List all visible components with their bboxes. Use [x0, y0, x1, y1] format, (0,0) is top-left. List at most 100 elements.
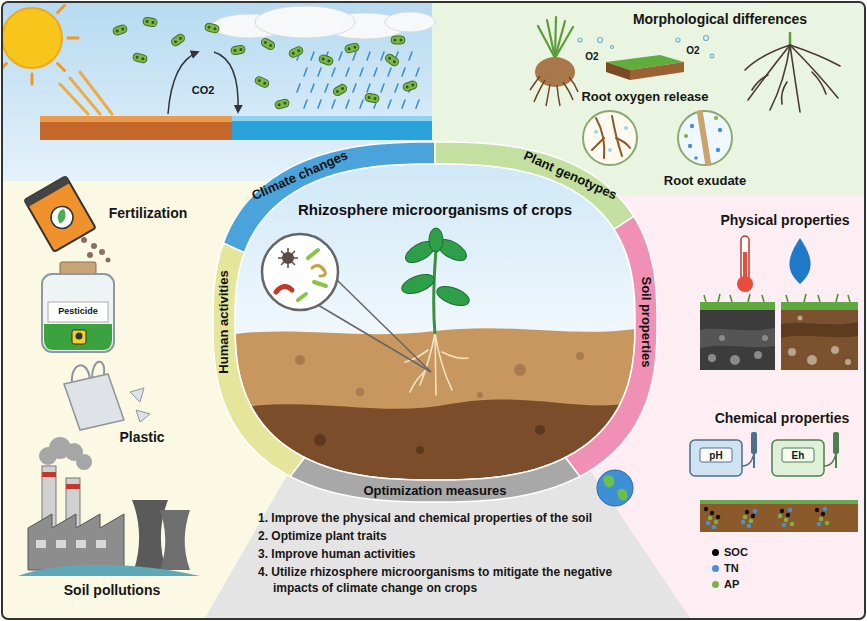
fertilizer-pellet [81, 237, 111, 263]
soil-strip [700, 500, 858, 532]
rhizosphere-scene [314, 282, 326, 286]
co2-molecule [411, 83, 415, 87]
rhizosphere-scene [434, 250, 436, 334]
fertilizer-bag-icon [24, 176, 96, 252]
soil-profile-icon [848, 295, 850, 302]
molecule-label: O2 [686, 44, 699, 57]
fertilizer-pellet [99, 249, 105, 255]
rhizosphere-scene [295, 352, 584, 398]
rain [388, 68, 391, 76]
ring-label: Soil properties [639, 276, 654, 367]
ph-meter-icon [751, 432, 757, 454]
soil-profile-icon [700, 302, 775, 370]
rain [304, 68, 307, 76]
plastic-bag-icon [136, 410, 150, 422]
nutrient-dot [786, 513, 790, 517]
root-clump-icon [530, 17, 578, 106]
globe-icon [603, 475, 614, 487]
soil-profile-icon [704, 295, 706, 302]
soil-profile-icon [700, 302, 775, 310]
soil-profile-icon [719, 335, 725, 341]
pesticide-bottle-icon [42, 274, 114, 352]
globe-icon [597, 470, 633, 506]
ground-strip [40, 120, 232, 140]
rhizosphere-scene [295, 355, 305, 365]
panels [3, 3, 864, 618]
oxygen-bubble [710, 54, 714, 58]
soil-profile-icon [730, 355, 740, 365]
rain [374, 68, 377, 76]
fertilizer-bag-icon [24, 176, 96, 252]
rain [381, 52, 384, 60]
legend-entry: AP [712, 578, 739, 590]
co2-molecule [274, 98, 290, 109]
rhizosphere-scene [314, 434, 326, 446]
rhizosphere-scene [276, 286, 292, 292]
soil-profile-icon [788, 348, 796, 356]
sun-icon [80, 72, 112, 114]
nutrient-dot [819, 517, 823, 521]
co2-molecule [387, 56, 391, 60]
ellipse-title: Rhizosphere microorganisms of crops [298, 201, 572, 218]
legend-swatch [712, 549, 719, 556]
pesticide-bottle-icon [76, 333, 83, 340]
instrument-label: pH [709, 449, 722, 462]
root-clump-icon [546, 84, 550, 106]
co2-molecule [364, 93, 379, 103]
optimization-panel [205, 470, 690, 618]
nutrient-dot [788, 508, 792, 512]
co2-molecule [112, 24, 128, 36]
soil-profile-icon [708, 335, 768, 365]
panel-heading: Morphological differences [633, 10, 807, 28]
co2-molecule [170, 33, 186, 48]
co2-molecule [254, 75, 270, 88]
factory-icon [56, 540, 66, 548]
fertilizer-pellet [106, 258, 111, 263]
sun-icon [3, 8, 62, 68]
rhizosphere-scene [535, 425, 545, 435]
plastic-bag-icon [64, 362, 150, 430]
factory-icon [18, 437, 200, 576]
sun-icon [3, 6, 112, 115]
co2-molecule [207, 25, 211, 29]
rain [353, 52, 356, 60]
nutrient-dot [741, 520, 745, 524]
sun-icon [68, 37, 78, 40]
oxygen-bubble [578, 38, 582, 42]
factory-icon [36, 540, 46, 548]
co2-molecule [260, 37, 276, 51]
rhizosphere-scene [442, 352, 468, 358]
root-exudate-detail [694, 156, 698, 160]
legend-swatch [712, 581, 719, 588]
co2-molecule [121, 27, 125, 31]
co2-molecule [204, 22, 220, 33]
co2-molecule [332, 83, 348, 97]
nutrient-dot [782, 523, 786, 527]
oxygen-bubble [704, 36, 709, 41]
soil-profile-icon [704, 294, 850, 302]
nutrient-dot [790, 522, 794, 526]
rhizosphere-scene [356, 388, 364, 396]
root-clump-icon [547, 20, 555, 58]
rhizosphere-scene [281, 251, 295, 265]
ring-band: Human activities [211, 241, 307, 479]
soil-profile-icon [700, 294, 858, 370]
co2-molecule [112, 17, 418, 110]
fertilizer-bag-icon [47, 202, 77, 232]
eh-meter-icon [833, 432, 839, 454]
list-item: 2. Optimize plant traits [258, 529, 387, 545]
root-clump-icon [569, 77, 578, 92]
root-exudate-detail [678, 111, 732, 165]
root-system-icon [790, 45, 840, 66]
ground-strip [232, 116, 432, 121]
co2-molecule [402, 80, 418, 92]
rain [318, 100, 321, 108]
ring-band-shape [213, 243, 305, 476]
bottle-label: Pesticide [58, 306, 98, 318]
root-system-icon [745, 33, 840, 112]
rhizosphere-scene [318, 280, 431, 372]
soil-block-icon [606, 55, 684, 80]
factory-icon [36, 540, 106, 548]
nutrient-dot [716, 515, 720, 519]
rain [402, 68, 405, 76]
